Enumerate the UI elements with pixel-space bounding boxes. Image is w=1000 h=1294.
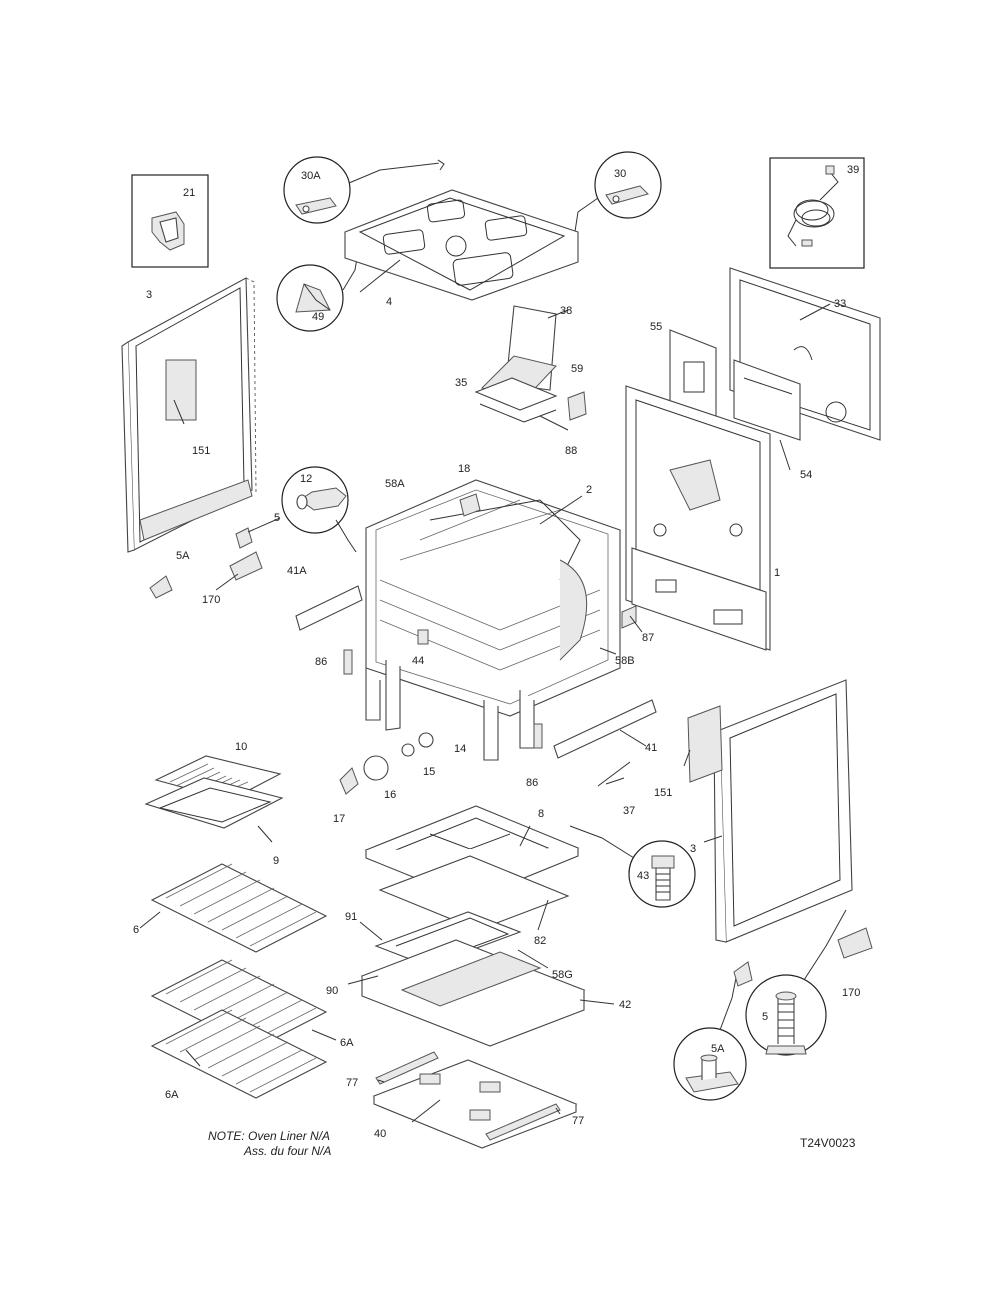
label-37: 37	[623, 805, 635, 817]
oven-front-frame	[365, 479, 621, 761]
leader-lines	[139, 259, 831, 1123]
label-86-upper: 86	[315, 656, 327, 668]
inset-part-21	[131, 174, 209, 268]
label-86-lower: 86	[526, 777, 538, 789]
label-170-right: 170	[842, 987, 860, 999]
label-58A: 58A	[385, 478, 405, 490]
label-4: 4	[386, 296, 392, 308]
label-35: 35	[455, 377, 467, 389]
label-58G: 58G	[552, 969, 573, 981]
callout-5A	[673, 977, 747, 1101]
callout-30A	[283, 156, 445, 224]
callout-49	[276, 239, 361, 332]
label-88: 88	[565, 445, 577, 457]
small-parts	[149, 391, 873, 987]
callout-43	[569, 825, 696, 908]
label-6A-lower: 6A	[165, 1089, 179, 1101]
label-15: 15	[423, 766, 435, 778]
note-line-2: Ass. du four N/A	[243, 1144, 331, 1158]
inset-part-39	[769, 157, 865, 269]
callout-30	[573, 151, 662, 239]
label-49: 49	[312, 311, 324, 323]
control-housing	[474, 305, 558, 423]
label-44: 44	[412, 655, 424, 667]
rear-panel-1	[625, 385, 771, 651]
rail-41	[553, 699, 657, 759]
label-91: 91	[345, 911, 357, 923]
callout-12	[281, 466, 357, 553]
label-170-left: 170	[202, 594, 220, 606]
label-17: 17	[333, 813, 345, 825]
label-77-left: 77	[346, 1077, 358, 1089]
diagram-code: T24V0023	[800, 1136, 856, 1150]
label-10: 10	[235, 741, 247, 753]
broiler-pan	[144, 755, 284, 829]
label-6: 6	[133, 924, 139, 936]
label-8: 8	[538, 808, 544, 820]
label-59: 59	[571, 363, 583, 375]
label-55: 55	[650, 321, 662, 333]
label-39: 39	[847, 164, 859, 176]
label-9: 9	[273, 855, 279, 867]
label-151-left: 151	[192, 445, 210, 457]
label-90: 90	[326, 985, 338, 997]
callout-5	[745, 909, 847, 1056]
oven-rack-6	[150, 863, 328, 953]
oven-rack-6A-upper	[150, 959, 328, 1049]
label-18: 18	[458, 463, 470, 475]
label-3-left: 3	[146, 289, 152, 301]
bracket-151-right	[687, 705, 723, 783]
drawer-slides-77	[375, 1051, 561, 1141]
oven-panel-82	[378, 855, 570, 931]
label-2: 2	[586, 484, 592, 496]
label-30: 30	[614, 168, 626, 180]
cooktop-frame	[344, 189, 579, 301]
note-line-1: NOTE: Oven Liner N/A	[208, 1129, 330, 1143]
rear-panel-54	[733, 359, 801, 441]
label-41A: 41A	[287, 565, 307, 577]
label-87: 87	[642, 632, 654, 644]
label-38: 38	[560, 305, 572, 317]
label-30A: 30A	[301, 170, 321, 182]
side-panel-left	[121, 277, 257, 553]
label-42: 42	[619, 999, 631, 1011]
label-82: 82	[534, 935, 546, 947]
label-14: 14	[454, 743, 466, 755]
label-5-left: 5	[274, 512, 280, 524]
label-43: 43	[637, 870, 649, 882]
label-1: 1	[774, 567, 780, 579]
label-6A-upper: 6A	[340, 1037, 354, 1049]
label-41: 41	[645, 742, 657, 754]
label-58B: 58B	[615, 655, 635, 667]
side-panel-right	[713, 679, 853, 943]
label-40: 40	[374, 1128, 386, 1140]
rail-41A	[295, 585, 363, 631]
label-16: 16	[384, 789, 396, 801]
label-33: 33	[834, 298, 846, 310]
part-number-labels: 21 30A 30 39 3 4 49 38 33 55 151 35 59 8…	[133, 164, 860, 1140]
drawer-box-42	[360, 939, 586, 1047]
label-151-right: 151	[654, 787, 672, 799]
label-54: 54	[800, 469, 812, 481]
label-12: 12	[300, 473, 312, 485]
label-5A-right: 5A	[711, 1043, 725, 1055]
label-5-right: 5	[762, 1011, 768, 1023]
label-3-right: 3	[690, 843, 696, 855]
oven-rack-6A-lower	[150, 1009, 328, 1099]
label-21: 21	[183, 187, 195, 199]
label-5A-left: 5A	[176, 550, 190, 562]
label-77-right: 77	[572, 1115, 584, 1127]
